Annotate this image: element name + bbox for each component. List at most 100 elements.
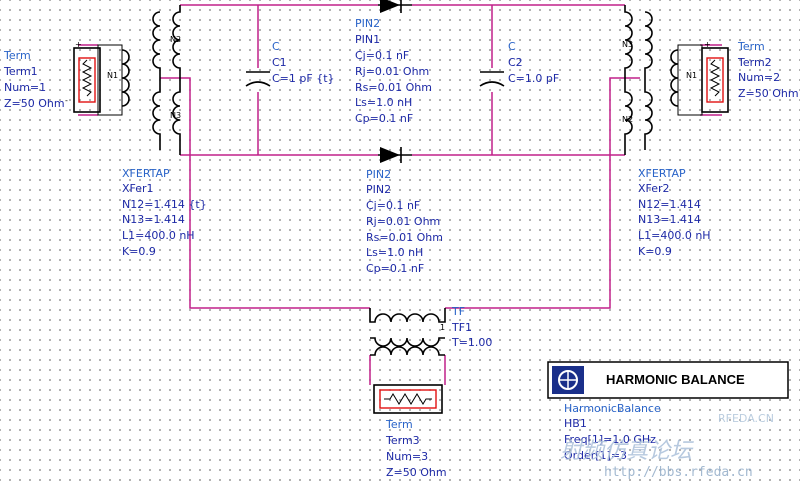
term1-body bbox=[73, 47, 101, 113]
xfer1-type: XFERTAP bbox=[122, 167, 170, 180]
watermark-site: RFEDA.CN bbox=[718, 412, 774, 425]
xfer2-n2-label: N2 bbox=[622, 115, 633, 124]
term3-resistor-icon bbox=[384, 393, 432, 405]
cap2-name: C2 bbox=[508, 56, 523, 69]
cap1-param-c: C=1 pF {t} bbox=[272, 72, 335, 85]
term2-name: Term2 bbox=[737, 56, 772, 69]
xfer1-param-l1: L1=400.0 nH bbox=[122, 229, 195, 242]
term2-pin-plus: + bbox=[704, 40, 711, 49]
pin-bottom-param-cp: Cp=0.1 nF bbox=[366, 262, 424, 275]
xfer1[interactable]: N2 N3 XFERTAP XFer1 N12=1.414 {t} N13=1.… bbox=[122, 5, 207, 258]
xfer2-primary-coil-icon bbox=[644, 11, 653, 150]
xfer1-n2-label: N2 bbox=[170, 35, 181, 44]
tf1-gap-line bbox=[370, 337, 445, 347]
pin-top-param-rj: Rj=0.01 Ohm bbox=[355, 65, 429, 78]
term1-pin-plus: + bbox=[75, 40, 82, 49]
pin-top[interactable]: PIN2 PIN1 Cj=0.1 nF Rj=0.01 Ohm Rs=0.01 … bbox=[355, 0, 432, 125]
term3-port-box bbox=[379, 389, 437, 409]
watermark-chinese: 射频仿真论坛 bbox=[560, 439, 694, 464]
cap2-type: C bbox=[508, 40, 516, 53]
term2[interactable]: N1 + Term Term2 Num=2 Z=50 Ohm bbox=[670, 40, 799, 116]
tf1-name: TF1 bbox=[451, 321, 472, 334]
term1-coil-icon bbox=[121, 49, 130, 107]
xfer1-param-n13: N13=1.414 bbox=[122, 213, 185, 226]
term2-param-z: Z=50 Ohm bbox=[738, 87, 799, 100]
pin-bottom-param-rs: Rs=0.01 Ohm bbox=[366, 231, 443, 244]
xfer2-param-k: K=0.9 bbox=[638, 245, 672, 258]
xfer2-param-l1: L1=400.0 nH bbox=[638, 229, 711, 242]
term2-coil-label: N1 bbox=[686, 71, 697, 80]
pin-bottom-param-cj: Cj=0.1 nF bbox=[366, 199, 420, 212]
term2-resistor-icon bbox=[709, 59, 721, 97]
pin-top-param-ls: Ls=1.0 nH bbox=[355, 96, 412, 109]
xfer1-n3-label: N3 bbox=[170, 111, 181, 120]
pin-bottom-name: PIN2 bbox=[366, 183, 391, 196]
term1-coil-frame bbox=[97, 44, 123, 116]
hb-param-freq: Freq[1]=1.0 GHz bbox=[564, 433, 656, 446]
xfer1-param-k: K=0.9 bbox=[122, 245, 156, 258]
watermark-url: http://bbs.rfeda.cn bbox=[604, 465, 753, 480]
pin-top-type: PIN2 bbox=[355, 17, 380, 30]
term1-pin-minus: - bbox=[65, 96, 68, 105]
xfer2-n3-label: N3 bbox=[622, 40, 633, 49]
pin-bottom-param-rj: Rj=0.01 Ohm bbox=[366, 215, 440, 228]
term1-name: Term1 bbox=[3, 65, 38, 78]
term1-coil-label: N1 bbox=[107, 71, 118, 80]
xfer1-primary-coil-icon bbox=[152, 11, 161, 150]
term1[interactable]: N1 + - Term Term1 Num=1 Z=50 Ohm bbox=[3, 40, 130, 116]
xfer2-name: XFer2 bbox=[638, 182, 670, 195]
cap2-plate-bottom bbox=[479, 81, 505, 87]
cap2[interactable]: C C2 C=1.0 pF bbox=[479, 40, 559, 87]
term2-port-box bbox=[706, 57, 724, 103]
pin-top-diode-icon bbox=[380, 0, 400, 13]
hb-name: HB1 bbox=[564, 417, 587, 430]
term2-coil-frame bbox=[677, 44, 703, 116]
term1-param-z: Z=50 Ohm bbox=[4, 97, 65, 110]
cap2-param-c: C=1.0 pF bbox=[508, 72, 559, 85]
term2-type: Term bbox=[737, 40, 765, 53]
pin-top-param-rs: Rs=0.01 Ohm bbox=[355, 81, 432, 94]
tf1-pin-label: 1 bbox=[440, 323, 445, 332]
term3-name: Term3 bbox=[385, 434, 420, 447]
xfer2-param-n12: N12=1.414 bbox=[638, 198, 701, 211]
cap1-plate-bottom bbox=[245, 81, 271, 87]
harmonic-balance[interactable]: HARMONIC BALANCE HarmonicBalance HB1 Fre… bbox=[547, 361, 789, 462]
term2-coil-icon bbox=[670, 49, 679, 107]
pin-top-param-cj: Cj=0.1 nF bbox=[355, 49, 409, 62]
term3-param-z: Z=50 Ohm bbox=[386, 466, 447, 479]
xfer2-param-n13: N13=1.414 bbox=[638, 213, 701, 226]
xfer1-param-n12: N12=1.414 {t} bbox=[122, 198, 207, 211]
pin-top-name: PIN1 bbox=[355, 33, 380, 46]
hb-title: HARMONIC BALANCE bbox=[606, 372, 745, 387]
term2-body bbox=[701, 47, 729, 113]
pin-bottom[interactable]: PIN2 PIN2 Cj=0.1 nF Rj=0.01 Ohm Rs=0.01 … bbox=[366, 147, 443, 275]
tf1[interactable]: 1 TF TF1 T=1.00 bbox=[369, 305, 492, 349]
xfer2-lower-coil-icon bbox=[624, 78, 633, 155]
term3-body bbox=[373, 384, 443, 414]
xfer2[interactable]: N3 N2 XFERTAP XFer2 N12=1.414 N13=1.414 … bbox=[622, 5, 711, 258]
term3-coil-icon bbox=[370, 346, 445, 356]
term1-param-num: Num=1 bbox=[4, 81, 46, 94]
tf1-param-t: T=1.00 bbox=[451, 336, 492, 349]
pin-bottom-param-ls: Ls=1.0 nH bbox=[366, 246, 423, 259]
xfer1-name: XFer1 bbox=[122, 182, 154, 195]
pin-top-param-cp: Cp=0.1 nF bbox=[355, 112, 413, 125]
watermark: RFEDA.CN 射频仿真论坛 http://bbs.rfeda.cn bbox=[560, 412, 774, 480]
term1-resistor-icon bbox=[81, 59, 93, 97]
term2-param-num: Num=2 bbox=[738, 71, 780, 84]
term3[interactable]: Term Term3 Num=3 Z=50 Ohm bbox=[370, 346, 447, 479]
tf1-type: TF bbox=[451, 305, 465, 318]
xfer1-lower-coil-icon bbox=[172, 78, 181, 155]
xfer2-type: XFERTAP bbox=[638, 167, 686, 180]
term3-param-num: Num=3 bbox=[386, 450, 428, 463]
cap1-name: C1 bbox=[272, 56, 287, 69]
cap1[interactable]: C C1 C=1 pF {t} bbox=[245, 40, 335, 87]
term1-port-box bbox=[78, 57, 96, 103]
cap1-type: C bbox=[272, 40, 280, 53]
wires bbox=[78, 4, 722, 385]
pin-bottom-type: PIN2 bbox=[366, 168, 391, 181]
xfer2-upper-coil-icon bbox=[624, 5, 633, 78]
term3-type: Term bbox=[385, 418, 413, 431]
hb-type: HarmonicBalance bbox=[564, 402, 661, 415]
tf1-upper-coil-icon bbox=[369, 308, 446, 323]
